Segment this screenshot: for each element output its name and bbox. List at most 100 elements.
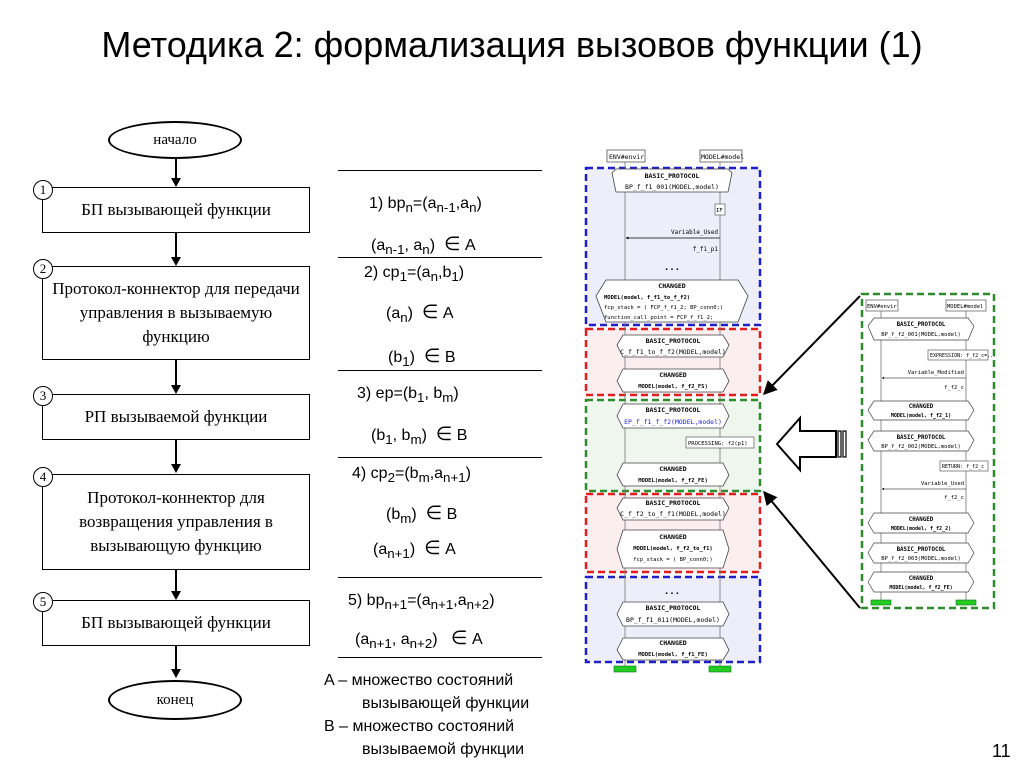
- formula-2-membership-a: (an) ∈ A: [386, 302, 454, 326]
- element-of-symbol: ∈: [424, 538, 441, 559]
- msc-bp-name: EP_f_f1_f_f2(MODEL,model): [624, 418, 722, 426]
- msc-changed-line: MODEL(model, f_f2_FS): [638, 384, 708, 390]
- msc-changed-line: function_call_point = FCP_f_f1_2;: [604, 315, 713, 321]
- connector-arrow-up: [763, 295, 861, 396]
- formula-1-membership: (an-1, an) ∈ A: [371, 234, 476, 258]
- formula-1: 1) bpn=(an-1,an): [369, 195, 482, 216]
- msc-changed-hex: [595, 279, 749, 323]
- msc-changed-label: CHANGED: [659, 533, 686, 541]
- msc-side-var-label: Variable_Modified: [908, 370, 964, 376]
- msc-changed-hex: [616, 462, 730, 487]
- msc-bp-name: BP_f_f1_001(MODEL,model): [625, 183, 719, 191]
- replacement-arrow-icon: [775, 415, 847, 473]
- msc-changed-label: CHANGED: [659, 371, 686, 379]
- msc-side-expr-box: [927, 349, 989, 361]
- msc-changed-line: MODEL(model, f_f2_to_f1): [633, 546, 712, 552]
- flow-arrow: [175, 233, 177, 258]
- msc-side-bp-name: BP_f_f2_002(MODEL,model): [881, 444, 960, 450]
- element-of-symbol: ∈: [435, 424, 453, 445]
- element-of-symbol: ∈: [443, 234, 461, 255]
- flow-arrowhead: [171, 464, 181, 473]
- msc-changed-label: CHANGED: [659, 639, 686, 647]
- msc-changed-label: CHANGED: [659, 465, 686, 473]
- msc-side-var-label: Variable_Used: [921, 481, 964, 487]
- msc-side-bp-label: BASIC_PROTOCOL: [897, 322, 946, 328]
- separator-line: [338, 170, 542, 171]
- flow-arrow: [175, 570, 177, 592]
- msc-side-terminal: [955, 599, 977, 606]
- msc-side-fc-label: f_f2_c: [944, 495, 964, 501]
- start-label: начало: [153, 131, 197, 148]
- msc-terminal: [613, 665, 637, 673]
- step-number-4: 4: [33, 467, 53, 487]
- separator-line: [338, 577, 542, 578]
- flow-arrowhead: [171, 669, 181, 678]
- msc-processing-box: [685, 436, 755, 449]
- msc-fp-label: f_f1_p1: [693, 246, 719, 253]
- msc-side-return-box: [939, 460, 989, 472]
- msc-side-terminal: [870, 599, 892, 606]
- separator-line: [338, 657, 542, 658]
- flow-step-3-text: РП вызываемой функции: [84, 407, 268, 426]
- end-terminal: конец: [108, 680, 242, 720]
- msc-changed-label: CHANGED: [658, 282, 685, 290]
- msc-side-bp-name: BP_f_f2_001(MODEL,model): [881, 332, 960, 338]
- msc-side-changed-hex: [867, 512, 975, 534]
- formula-5: 5) bpn+1=(an+1,an+2): [348, 592, 495, 613]
- msc-dots: ...: [664, 587, 680, 597]
- msc-changed-line: MODEL(model, f_f1_to_f_f2): [604, 295, 690, 301]
- msc-main: ENV#envir MODEL#model BASIC_PROTOCOL BP_…: [584, 149, 762, 673]
- flow-arrowhead: [171, 178, 181, 187]
- msc-bp-label: BASIC_PROTOCOL: [646, 499, 701, 507]
- step-number-5: 5: [33, 592, 53, 612]
- formula-5-membership: (an+1, an+2) ∈ A: [355, 628, 483, 652]
- legend-b-line2: вызываемой функции: [362, 741, 525, 758]
- formula-3-membership: (b1, bm) ∈ B: [371, 424, 468, 448]
- step-number-2: 2: [33, 259, 53, 279]
- msc-side-header-env: [865, 299, 899, 312]
- flow-arrow: [175, 440, 177, 465]
- msc-header-model-label: MODEL#model: [701, 153, 744, 161]
- msc-bp-label: BASIC_PROTOCOL: [646, 604, 701, 612]
- msc-changed-hex: [616, 368, 730, 393]
- step-number-3: 3: [33, 386, 53, 406]
- flow-step-4-text: Протокол-коннектор для возвращения управ…: [79, 488, 273, 555]
- msc-bp-name: C_f_f1_to_f_f2(MODEL,model): [620, 348, 726, 356]
- flow-step-5: БП вызывающей функции: [42, 600, 310, 646]
- msc-side-bp-hex: [867, 430, 975, 452]
- flow-step-5-text: БП вызывающей функции: [81, 613, 271, 632]
- flow-arrow: [175, 159, 177, 179]
- element-of-symbol: ∈: [423, 346, 441, 367]
- separator-line: [338, 370, 542, 371]
- formula-2-membership-b: (b1) ∈ B: [388, 346, 456, 370]
- msc-basic-protocol-hex: [616, 601, 730, 627]
- formula-3: 3) ep=(b1, bm): [357, 385, 459, 406]
- msc-side-header-env-label: ENV#envir: [867, 304, 897, 310]
- msc-side-header-model-label: MODEL#model: [947, 304, 983, 310]
- msc-side-changed-label: CHANGED: [909, 404, 934, 410]
- msc-side: ENV#envir MODEL#model BASIC_PROTOCOL BP_…: [860, 292, 996, 610]
- msc-if-box: [714, 203, 726, 216]
- legend-b-line1: B – множество состояний: [324, 718, 515, 735]
- flow-step-2: Протокол-коннектор для передачи управлен…: [42, 266, 310, 360]
- msc-changed-line: MODEL(model, f_f2_FE): [638, 478, 708, 484]
- flow-step-1-text: БП вызывающей функции: [81, 200, 271, 219]
- msc-basic-protocol-hex: [616, 334, 730, 358]
- msc-side-expr-label: EXPRESSION: f_f2_c=...: [930, 353, 996, 359]
- msc-side-return-label: RETURN: f_f2_c: [942, 464, 984, 470]
- flow-step-2-text: Протокол-коннектор для передачи управлен…: [52, 279, 300, 346]
- msc-basic-protocol-hex: [616, 403, 730, 429]
- separator-line: [338, 257, 542, 258]
- formula-4-membership-a: (an+1) ∈ A: [373, 538, 456, 562]
- msc-side-changed-line: MODEL(model, f_f2_2): [891, 526, 951, 532]
- connector-arrow-down: [763, 490, 861, 609]
- msc-side-changed-line: MODEL(model, f_f2_FE): [889, 585, 952, 591]
- msc-bp-label: BASIC_PROTOCOL: [646, 406, 701, 414]
- element-of-symbol: ∈: [421, 302, 439, 323]
- flow-step-3: РП вызываемой функции: [42, 394, 310, 440]
- msc-bp-label: BASIC_PROTOCOL: [645, 172, 700, 180]
- msc-changed-hex: [616, 637, 730, 661]
- msc-header-env-label: ENV#envir: [609, 153, 644, 161]
- msc-side-changed-label: CHANGED: [909, 576, 934, 582]
